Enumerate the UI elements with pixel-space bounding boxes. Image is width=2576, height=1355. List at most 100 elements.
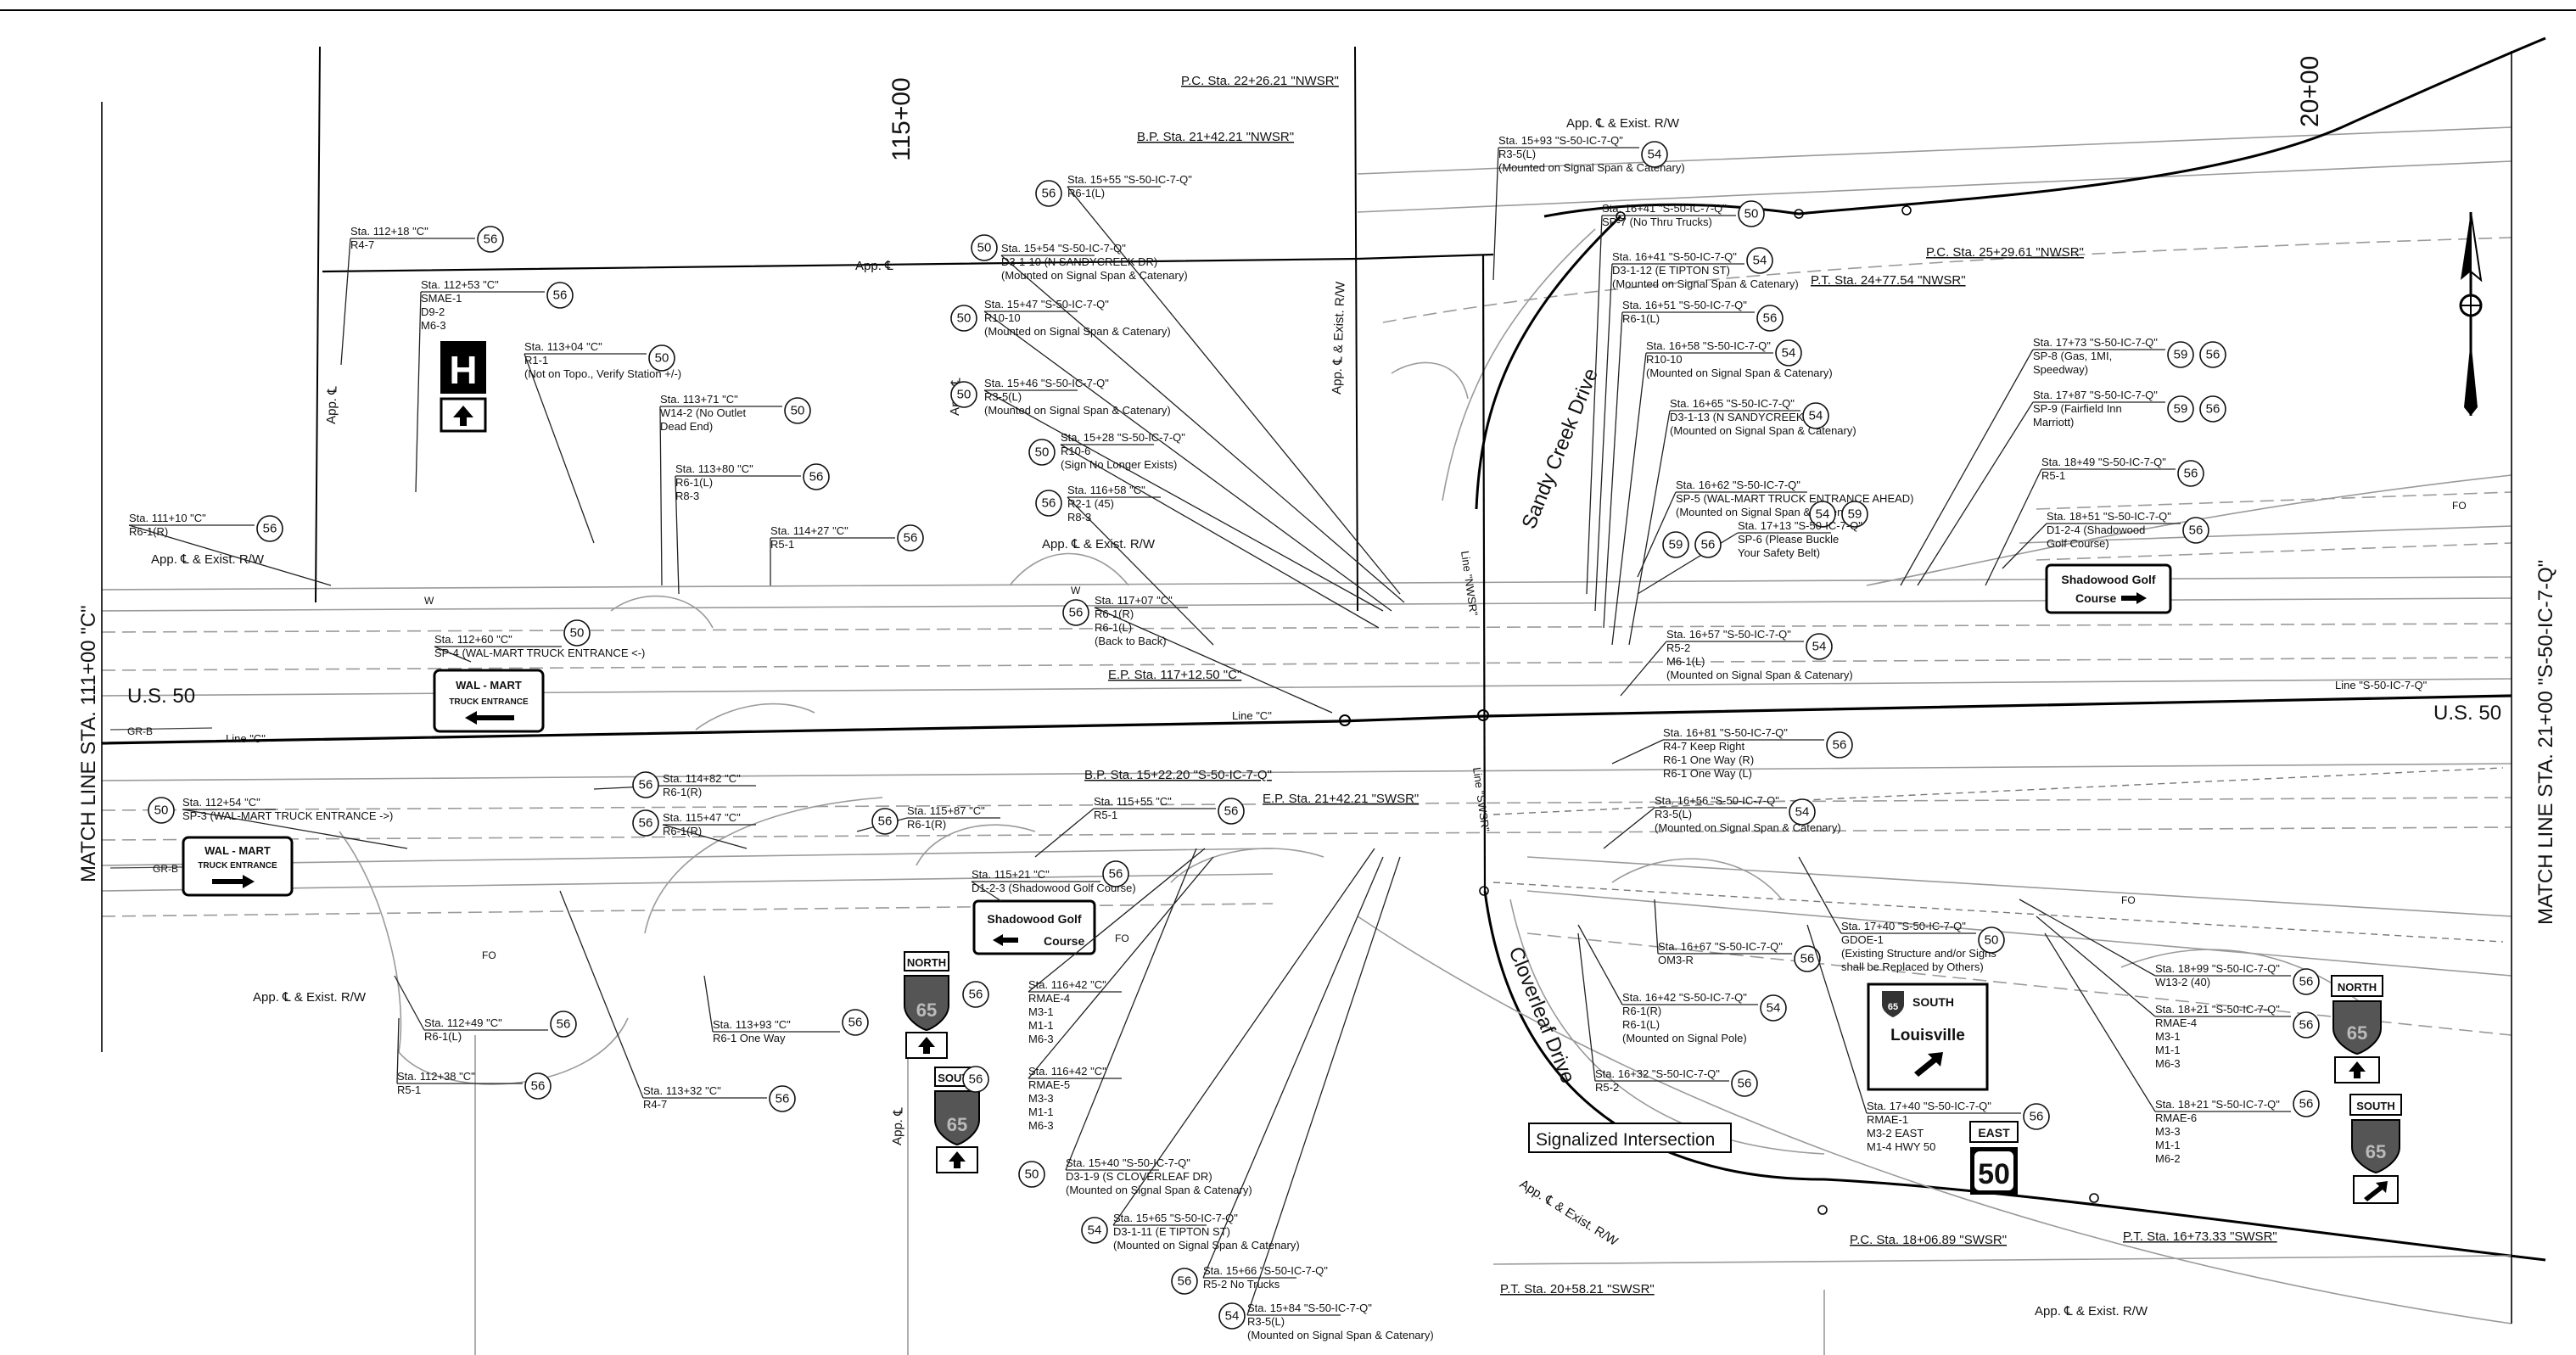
sheet-reference-number: 56: [1042, 187, 1056, 201]
sheet-reference-number: 59: [2174, 402, 2188, 417]
callout-text-line: Golf Course): [2047, 537, 2109, 550]
callout-leader: [1900, 349, 2034, 586]
callout-text-line: R4-7: [643, 1098, 667, 1111]
us50-east-assembly: EAST 50: [1969, 1121, 2019, 1195]
sign-callout: Sta. 16+57 "S-50-IC-7-Q"R5-2M6-1(L)(Moun…: [1620, 628, 1853, 697]
sheet-reference-number: 54: [1816, 507, 1830, 522]
callout-text-line: R6-1(L): [1622, 1018, 1660, 1031]
callout-leader: [2002, 523, 2047, 569]
line-c-mid-label: Line "C": [1232, 709, 1272, 722]
callout-leader: [524, 353, 595, 544]
callout-text-line: Sta. 116+42 "C": [1028, 1065, 1106, 1078]
sheet-reference-bubble: 56: [632, 809, 659, 837]
row-label: App. ℄: [324, 386, 340, 425]
callout-text-line: Sta. 15+55 "S-50-IC-7-Q": [1067, 173, 1192, 186]
sheet-reference-bubble: 50: [950, 381, 977, 408]
line-c-left-label: Line "C": [226, 732, 266, 745]
callout-text-line: Sta. 15+28 "S-50-IC-7-Q": [1061, 431, 1185, 444]
interstate-number: 65: [2347, 1022, 2367, 1044]
sign-callout: Sta. 16+51 "S-50-IC-7-Q"R6-1(L)56: [1603, 299, 1784, 629]
sheet-reference-number: 54: [1809, 409, 1823, 423]
left-arrow-icon: [465, 711, 514, 725]
station-note: P.C. Sta. 25+29.61 "NWSR": [1926, 245, 2084, 260]
i65-north-assembly-center: NORTH 65: [904, 951, 949, 1059]
sheet-reference-number: 56: [484, 232, 498, 247]
station-20-label: 20+00: [2296, 56, 2324, 127]
callout-text-line: Sta. 113+32 "C": [643, 1084, 721, 1097]
sheet-reference-number: 54: [1795, 805, 1810, 820]
callout-leader: [1492, 147, 1499, 281]
walmart-sign-right-arrow: WAL - MART TRUCK ENTRANCE: [182, 836, 294, 897]
callout-text-line: Sta. 113+04 "C": [524, 340, 602, 353]
interstate-shield-icon: [934, 1090, 980, 1146]
callout-text-line: R6-1(R): [663, 786, 702, 798]
callout-text-line: D3-1-11 (E TIPTON ST): [1113, 1225, 1230, 1238]
callout-text-line: SP-6 (Please Buckle: [1738, 533, 1839, 546]
callout-text-line: Speedway): [2033, 363, 2088, 376]
callout-text-line: D3-1-9 (S CLOVERLEAF DR): [1066, 1170, 1212, 1183]
sheet-reference-bubble: 56: [2182, 517, 2209, 544]
up-arrow-icon: [949, 1151, 966, 1168]
callout-text-line: R6-1(R): [663, 825, 702, 837]
callout-leader: [1637, 491, 1677, 578]
callout-text-line: GDOE-1: [1841, 933, 1884, 946]
callout-leader: [394, 975, 425, 1031]
sign-callout: Sta. 112+60 "C"SP-4 (WAL-MART TRUCK ENTR…: [434, 619, 645, 663]
sheet-reference-number: 56: [1224, 804, 1239, 819]
callout-text-line: R1-1: [524, 354, 548, 367]
callout-text-line: M6-3: [1028, 1119, 1054, 1132]
water-mark: W: [1071, 585, 1081, 596]
callout-leader: [1985, 468, 2042, 586]
sheet-reference-bubble: 56: [256, 515, 283, 542]
sheet-reference-number: 56: [531, 1079, 546, 1094]
cardinal-east: EAST: [1978, 1126, 2010, 1139]
callout-text-line: SP-4 (WAL-MART TRUCK ENTRANCE <-): [434, 647, 645, 659]
i65-north-assembly-right: NORTH 65: [2331, 975, 2383, 1083]
station-note: E.P. Sta. 21+42.21 "SWSR": [1263, 792, 1419, 806]
sign-callout: Sta. 16+62 "S-50-IC-7-Q"SP-5 (WAL-MART T…: [1637, 479, 1914, 578]
up-arrow-icon: [2349, 1061, 2366, 1078]
callout-text-line: R5-1: [2041, 469, 2065, 482]
callout-text-line: Sta. 16+58 "S-50-IC-7-Q": [1646, 339, 1771, 352]
sheet-reference-bubble: 59: [2167, 341, 2194, 368]
sheet-reference-number: 50: [977, 241, 992, 255]
sign-callout: Sta. 115+87 "C"R6-1(R)56: [856, 804, 1000, 835]
sign-callout: Sta. 115+47 "C"R6-1(R)56: [632, 809, 756, 849]
callout-text-line: (Mounted on Signal Span & Catenary): [1612, 277, 1799, 290]
sheet-reference-bubble: 59: [2167, 395, 2194, 423]
sheet-reference-number: 59: [2174, 348, 2188, 362]
callout-text-line: Sta. 115+55 "C": [1094, 795, 1172, 808]
guardrail-mark: GR-B: [153, 863, 178, 875]
sheet-reference-number: 56: [878, 815, 893, 829]
right-arrow-icon: [212, 875, 255, 888]
callout-text-line: Your Safety Belt): [1738, 546, 1820, 559]
sheet-reference-number: 56: [2206, 402, 2220, 417]
sheet-reference-number: 56: [1763, 311, 1778, 326]
walmart-sign-line2: TRUCK ENTRANCE: [449, 697, 529, 707]
fiber-optic-mark: FO: [1115, 932, 1129, 944]
sheet-reference-number: 56: [2299, 1097, 2314, 1111]
up-arrow-icon: [918, 1037, 935, 1054]
sign-callout: Sta. 15+84 "S-50-IC-7-Q"R3-5(L)(Mounted …: [1218, 856, 1434, 1341]
callout-text-line: RMAE-4: [1028, 992, 1070, 1005]
sheet-reference-bubble: 56: [546, 282, 574, 309]
callout-text-line: RMAE-4: [2155, 1016, 2197, 1029]
sheet-reference-number: 56: [2206, 348, 2220, 362]
callout-text-line: R6-1(R): [907, 818, 946, 831]
callout-text-line: D1-2-3 (Shadowood Golf Course): [972, 882, 1136, 894]
callout-leader: [1577, 932, 1596, 1082]
callout-text-line: R10-10: [984, 311, 1021, 324]
callout-text-line: SP-9 (Fairfield Inn: [2033, 402, 2122, 415]
callout-text-line: M1-4 HWY 50: [1867, 1140, 1935, 1153]
sheet-reference-number: 56: [263, 522, 277, 536]
sheet-reference-bubble: 50: [950, 305, 977, 332]
callout-text-line: R3-5(L): [1498, 148, 1536, 160]
callout-text-line: R6-1(R): [1095, 608, 1134, 620]
callout-text-line: R5-1: [397, 1083, 421, 1096]
sign-callout: Sta. 113+04 "C"R1-1(Not on Topo., Verify…: [524, 340, 681, 544]
